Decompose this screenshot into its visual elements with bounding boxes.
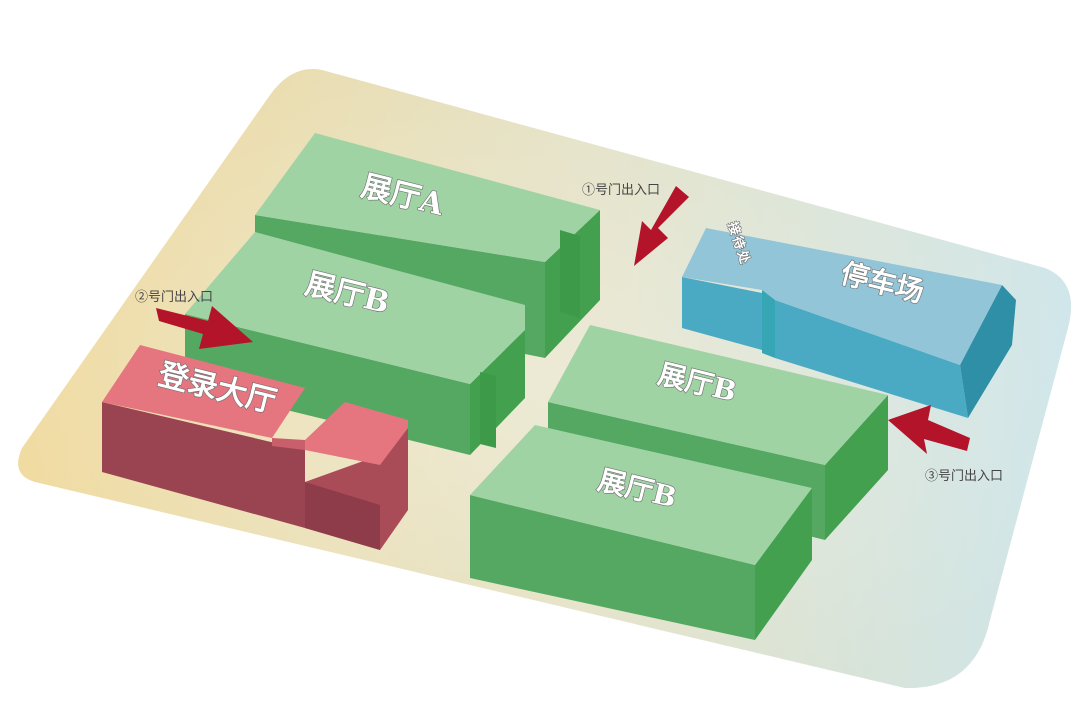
gate-3-arrow: [888, 405, 970, 454]
exhibition-hall-b-right-lower[interactable]: [470, 425, 812, 640]
gate-1-label: ①号门出入口: [582, 183, 660, 198]
gate-3-label: ③号门出入口: [925, 469, 1003, 484]
parking-area[interactable]: [682, 228, 1016, 418]
gate-2-label: ②号门出入口: [135, 290, 213, 305]
registration-hall[interactable]: [102, 345, 408, 550]
gate-1-arrow: [634, 186, 689, 266]
gate-2-arrow: [156, 306, 253, 349]
